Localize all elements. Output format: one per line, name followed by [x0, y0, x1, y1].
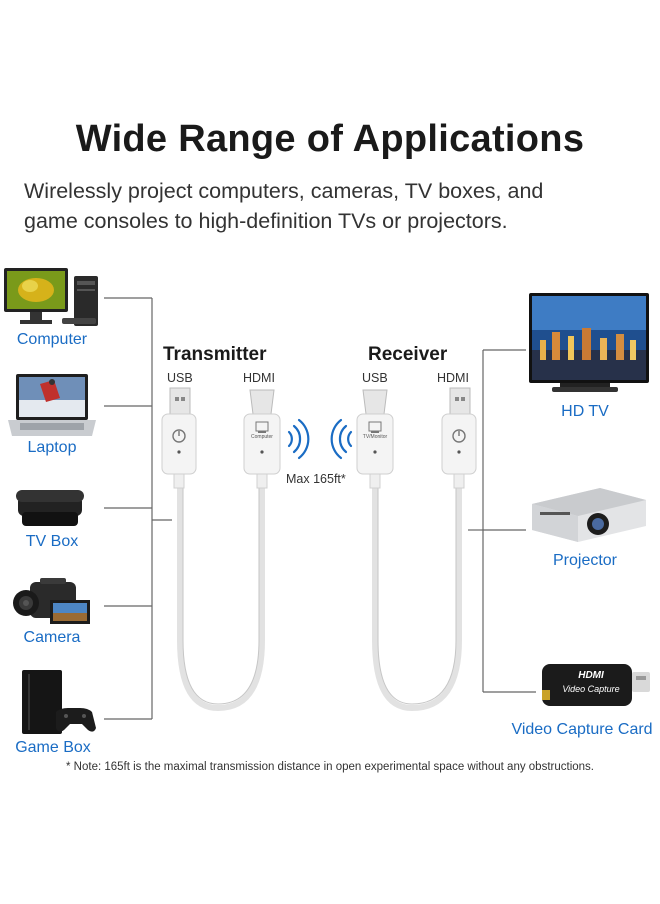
subtitle: Wirelessly project computers, cameras, T… — [24, 176, 644, 236]
capture-card-brand: HDMI — [578, 670, 604, 681]
laptop-icon — [8, 374, 96, 436]
subtitle-line-2: game consoles to high-definition TVs or … — [24, 209, 508, 233]
source-label-camera: Camera — [23, 629, 81, 646]
receiver-usb-plug — [441, 387, 477, 489]
projector-icon — [532, 488, 646, 542]
receiver-cable — [372, 475, 462, 712]
transmitter-usb-plug — [161, 387, 197, 489]
source-label-tv-box: TV Box — [25, 533, 79, 550]
hd-tv-icon — [529, 293, 649, 392]
right-connector-lines — [468, 349, 536, 693]
dest-label-capture-card: Video Capture Card — [511, 721, 653, 738]
game-console-icon — [22, 670, 96, 734]
receiver-usb-label: USB — [362, 371, 388, 385]
tv-box-icon — [16, 490, 84, 526]
page-title: Wide Range of Applications — [75, 118, 585, 160]
desktop-computer-icon — [4, 268, 98, 326]
capture-card-icon — [542, 664, 650, 706]
range-label: Max 165ft* — [286, 472, 346, 486]
transmitter-title: Transmitter — [163, 344, 267, 365]
receiver-plug-text: TV/Monitor — [362, 434, 388, 440]
receiver-hdmi-plug — [356, 389, 394, 489]
capture-card-line: Video Capture — [562, 684, 620, 694]
transmitter-cable — [177, 475, 265, 712]
source-label-laptop: Laptop — [27, 439, 77, 456]
dest-label-hd-tv: HD TV — [561, 403, 609, 420]
footnote: * Note: 165ft is the maximal transmissio… — [66, 761, 594, 773]
signal-waves — [287, 418, 353, 460]
receiver-cable-shadow — [377, 478, 457, 705]
transmitter-plug-text: Computer — [251, 434, 273, 440]
dest-label-projector: Projector — [552, 552, 618, 569]
source-label-game-box: Game Box — [15, 739, 91, 756]
receiver-title: Receiver — [368, 344, 448, 365]
subtitle-line-1: Wirelessly project computers, cameras, T… — [24, 179, 544, 203]
receiver-hdmi-label: HDMI — [437, 371, 469, 385]
transmitter-cable-shadow — [182, 478, 260, 705]
transmitter-hdmi-plug — [243, 389, 281, 489]
source-label-computer: Computer — [16, 331, 88, 348]
transmitter-hdmi-label: HDMI — [243, 371, 275, 385]
video-camera-icon — [13, 578, 90, 624]
transmitter-usb-label: USB — [167, 371, 193, 385]
left-connector-lines — [104, 297, 172, 720]
